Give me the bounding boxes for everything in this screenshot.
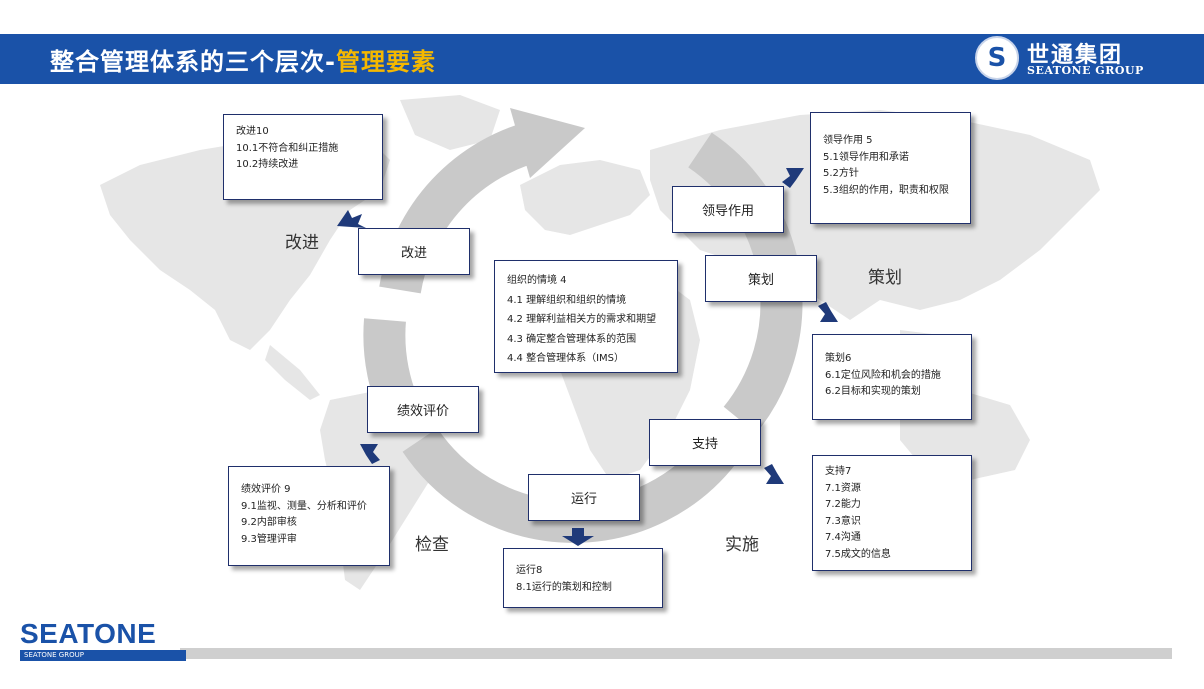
detail-line: 4.2 理解利益相关方的需求和期望 [507,314,657,325]
detail-line: 运行8 [516,565,543,576]
phase-improve: 改进 [285,233,319,253]
detail-line: 9.3管理评审 [241,533,297,545]
detail-line: 4.4 整合管理体系（IMS） [507,353,625,364]
title-main: 整合管理体系的三个层次- [50,48,336,76]
logo-chinese-name: 世通集团 [1027,43,1124,68]
phase-do: 实施 [725,535,759,555]
company-logo: S 世通集团 SEATONE GROUP [975,36,1175,82]
detail-line: 7.2能力 [825,499,861,510]
arrow-leadership [782,168,804,188]
detail-line: 改进10 [236,126,269,137]
detail-line: 10.1不符合和纠正措施 [236,142,339,154]
detail-line: 4.1 理解组织和组织的情境 [507,294,627,306]
detail-line: 8.1运行的策划和控制 [516,581,612,593]
label-operation: 运行 [528,474,640,521]
phase-check: 检查 [415,535,449,555]
detail-line: 绩效评价 9 [241,484,291,495]
plan-detail-box: 策划6 6.1定位风险和机会的措施 6.2目标和实现的策划 [812,334,972,420]
detail-line: 策划6 [825,353,852,364]
detail-line: 9.2内部审核 [241,517,297,528]
detail-line: 7.5成文的信息 [825,548,891,560]
logo-english-name: SEATONE GROUP [1027,64,1144,77]
arrow-performance [360,444,380,464]
detail-line: 9.1监视、测量、分析和评价 [241,500,367,512]
detail-line: 支持7 [825,466,852,477]
detail-line: 6.2目标和实现的策划 [825,386,921,397]
page-title: 整合管理体系的三个层次-管理要素 [50,42,436,77]
detail-line: 5.3组织的作用，职责和权限 [823,184,949,196]
title-accent: 管理要素 [335,48,436,76]
arrow-operation [562,528,594,546]
header-bar: 整合管理体系的三个层次-管理要素 S 世通集团 SEATONE GROUP [0,34,1204,84]
detail-line: 10.2持续改进 [236,159,299,170]
detail-line: 6.1定位风险和机会的措施 [825,369,941,381]
arrow-support [764,464,784,484]
detail-line: 组织的情境 4 [507,275,567,286]
support-detail-box: 支持7 7.1资源 7.2能力 7.3意识 7.4沟通 7.5成文的信息 [812,455,972,571]
logo-mark-icon: S [975,36,1019,80]
detail-line: 7.1资源 [825,482,861,494]
arrow-plan [818,302,838,322]
label-plan: 策划 [705,255,817,302]
footer-bar [180,648,1172,659]
improve-detail-box: 改进10 10.1不符合和纠正措施 10.2持续改进 [223,114,383,200]
context-detail-box: 组织的情境 4 4.1 理解组织和组织的情境 4.2 理解利益相关方的需求和期望… [494,260,678,373]
phase-plan: 策划 [868,268,902,288]
detail-line: 7.4沟通 [825,532,861,543]
detail-line: 5.2方针 [823,168,859,179]
label-improve: 改进 [358,228,470,275]
label-support: 支持 [649,419,761,466]
operation-detail-box: 运行8 8.1运行的策划和控制 [503,548,663,608]
detail-line: 7.3意识 [825,515,861,527]
detail-line: 领导作用 5 [823,135,873,146]
label-leadership: 领导作用 [672,186,784,233]
footer-logo: SEATONE SEATONE GROUP [20,618,190,662]
detail-line: 4.3 确定整合管理体系的范围 [507,333,637,345]
label-performance: 绩效评价 [367,386,479,433]
footer-logo-subtext: SEATONE GROUP [20,650,186,661]
pointer-arrows [337,168,838,546]
performance-detail-box: 绩效评价 9 9.1监视、测量、分析和评价 9.2内部审核 9.3管理评审 [228,466,390,566]
leadership-detail-box: 领导作用 5 5.1领导作用和承诺 5.2方针 5.3组织的作用，职责和权限 [810,112,971,224]
detail-line: 5.1领导作用和承诺 [823,151,909,163]
arrow-improve [337,210,366,228]
footer-logo-text: SEATONE [20,618,157,649]
